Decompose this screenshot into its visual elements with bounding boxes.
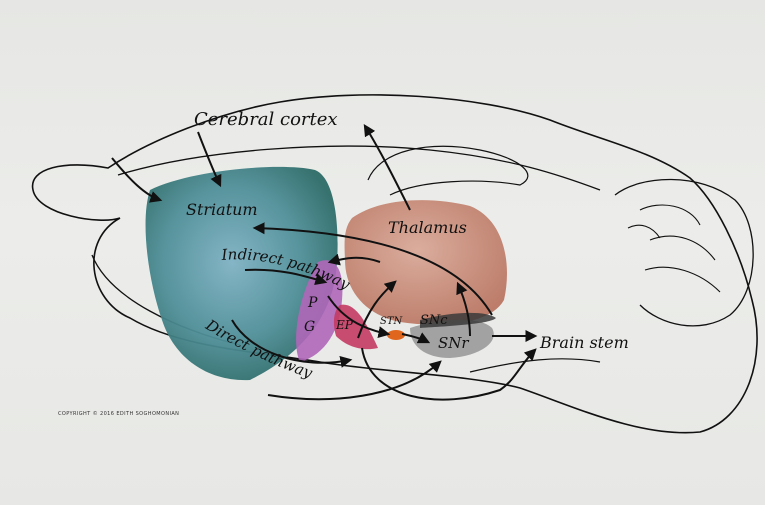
gp-g-label: G — [304, 319, 315, 335]
snr-label: SNr — [438, 334, 469, 352]
hippocampus-outline — [368, 146, 528, 195]
thalamus-label: Thalamus — [388, 218, 467, 237]
arrow-thalamus-to-cortex — [365, 126, 410, 210]
ep-label: EP — [335, 318, 354, 332]
cortex-label: Cerebral cortex — [194, 109, 338, 130]
cerebellum-outline — [615, 179, 753, 325]
copyright-text: COPYRIGHT © 2016 EDITH SOGHOMONIAN — [58, 411, 179, 417]
stn-label: STN — [380, 316, 404, 327]
brainstem-label: Brain stem — [539, 333, 629, 352]
brainstem-outline — [470, 359, 600, 372]
striatum-label: Striatum — [186, 200, 258, 219]
cerebellum-folds — [628, 205, 720, 292]
gp-p-label: P — [307, 295, 318, 311]
snc-label: SNc — [420, 313, 448, 328]
